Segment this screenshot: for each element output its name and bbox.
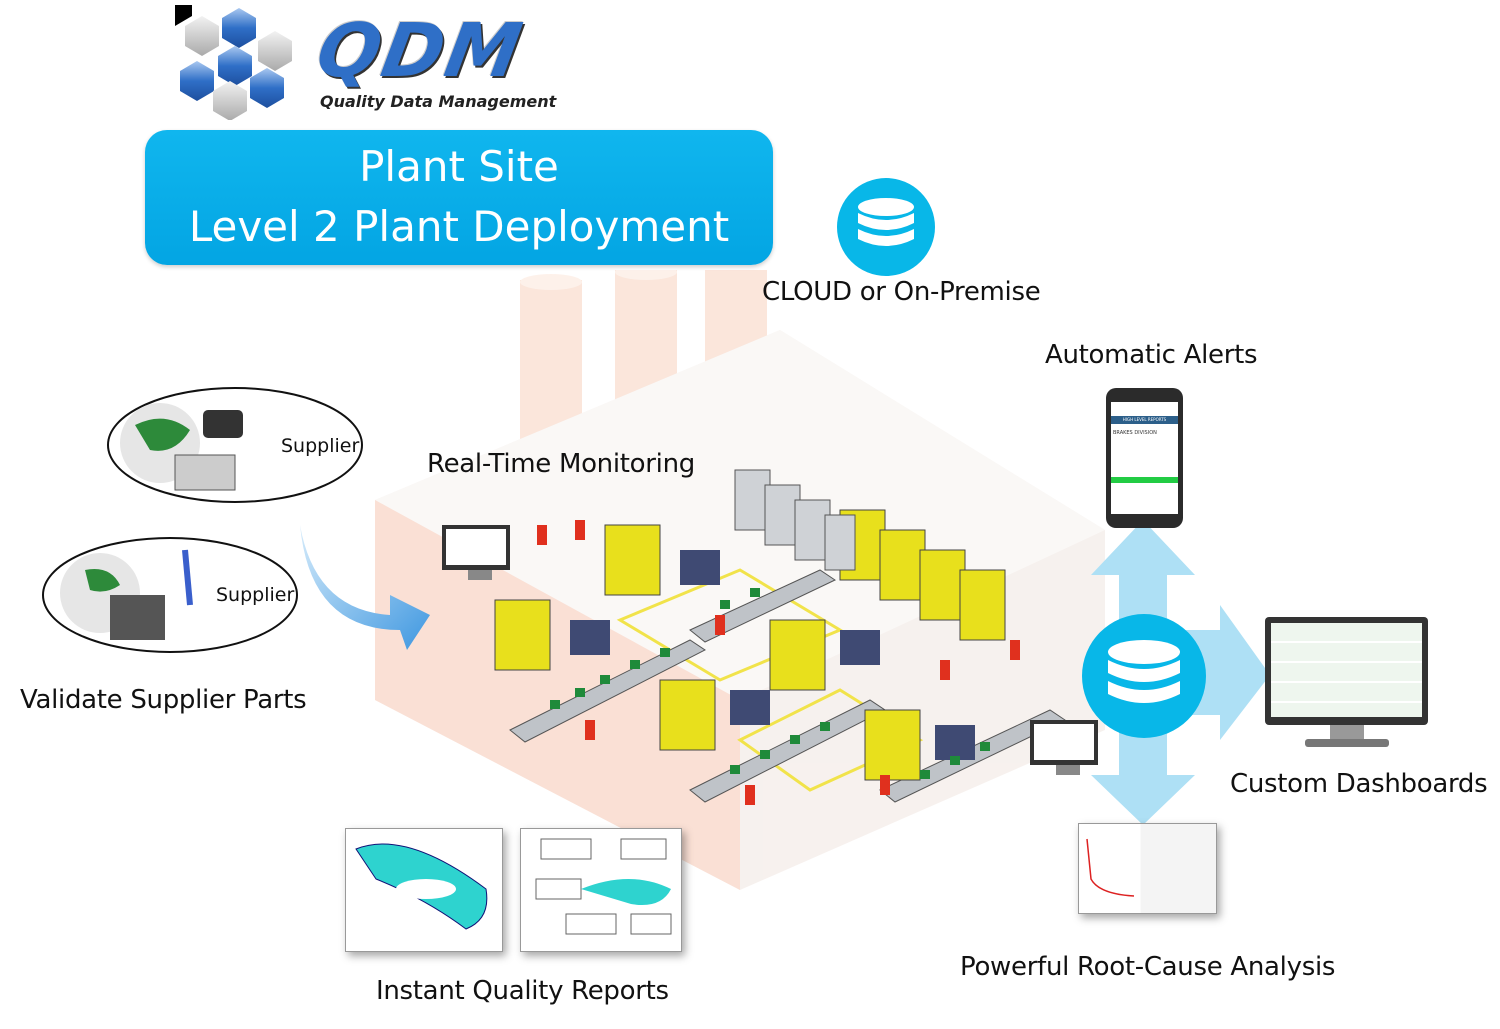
- monitor-stand: [1330, 725, 1364, 739]
- supplier-flow-arrow: [300, 525, 430, 650]
- root-cause-label: Powerful Root-Cause Analysis: [960, 952, 1336, 982]
- machines: [494, 469, 1006, 781]
- phone-header: HIGH LEVEL REPORTS: [1111, 416, 1178, 424]
- supplier-bubble-europe: [42, 537, 298, 653]
- phone-alert-screen: HIGH LEVEL REPORTS BRAKES DIVISION: [1106, 388, 1183, 528]
- qdm-logo-hexagons: [175, 5, 292, 120]
- custom-dashboards-label: Custom Dashboards: [1230, 769, 1488, 799]
- quality-report-2: [520, 828, 682, 952]
- real-time-monitoring-label: Real-Time Monitoring: [427, 449, 695, 479]
- banner-title: Plant Site: [359, 142, 559, 191]
- dashboard-monitor: [1265, 617, 1428, 725]
- cloud-database-icon: [837, 178, 935, 276]
- factory-illustration: [375, 270, 1105, 890]
- cloud-label: CLOUD or On-Premise: [762, 277, 1041, 307]
- root-cause-analysis-screenshot: [1078, 823, 1217, 914]
- qdm-logo-text: QDM: [310, 8, 530, 94]
- supplier-bubble-asia: [107, 387, 363, 503]
- quality-reports-label: Instant Quality Reports: [376, 976, 669, 1006]
- banner-subtitle: Level 2 Plant Deployment: [188, 202, 730, 251]
- central-database-icon: [1082, 614, 1206, 738]
- automatic-alerts-label: Automatic Alerts: [1045, 340, 1258, 370]
- phone-division: BRAKES DIVISION: [1113, 430, 1157, 436]
- validate-supplier-label: Validate Supplier Parts: [20, 685, 307, 715]
- supplier-label-2: Supplier: [216, 584, 295, 606]
- plant-site-banner: Plant Site Level 2 Plant Deployment: [145, 130, 773, 265]
- logo-tagline: Quality Data Management: [320, 92, 557, 111]
- monitor-base: [1305, 739, 1389, 747]
- supplier-label-1: Supplier: [281, 435, 360, 457]
- quality-report-1: [345, 828, 503, 952]
